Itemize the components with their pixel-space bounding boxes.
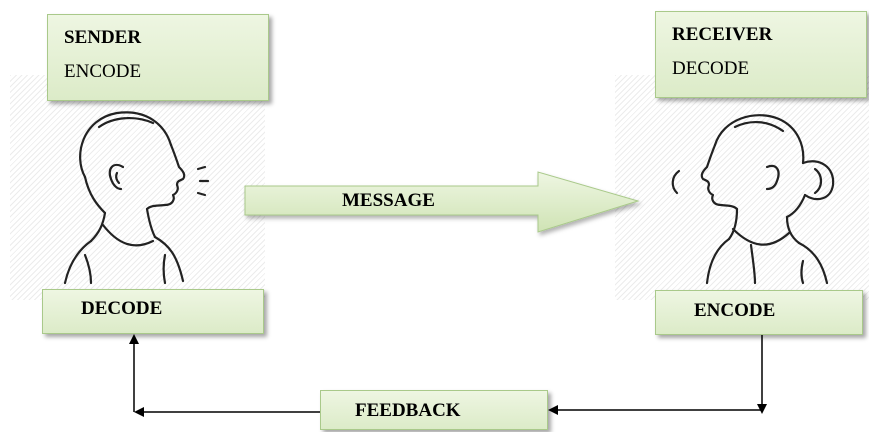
feedback-box: FEEDBACK (320, 390, 548, 430)
arrowhead-down (757, 404, 767, 414)
receiver-encode-box: ENCODE (655, 290, 863, 335)
sender-encode-label: ENCODE (64, 61, 142, 82)
arrowhead-into-feedback (548, 405, 558, 415)
receiver-title: RECEIVER (672, 24, 773, 45)
receiver-encode-label: ENCODE (694, 300, 776, 321)
sender-person-icon (63, 111, 210, 285)
receiver-person-icon (671, 114, 835, 285)
message-label: MESSAGE (342, 190, 435, 211)
feedback-label: FEEDBACK (355, 400, 461, 421)
arrowhead-left (134, 407, 144, 417)
sender-decode-box: DECODE (42, 289, 264, 334)
sender-decode-label: DECODE (81, 298, 163, 319)
sender-box: SENDER ENCODE (47, 14, 269, 101)
receiver-box: RECEIVER DECODE (655, 11, 867, 98)
sender-title: SENDER (64, 27, 142, 48)
receiver-decode-label: DECODE (672, 58, 750, 79)
receiver-figure-background (615, 75, 869, 300)
arrowhead-up (129, 334, 139, 344)
